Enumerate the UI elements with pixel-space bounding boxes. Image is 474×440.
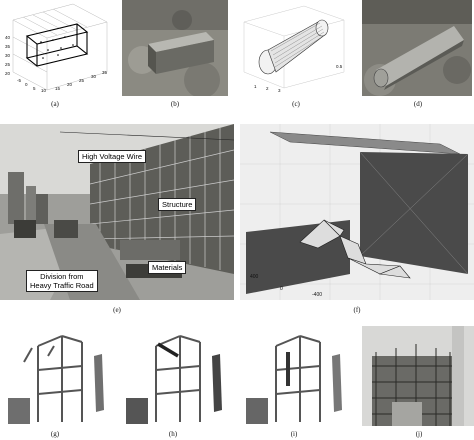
plot-a: 40 35 30 25 20 -5 0 5 10 15 20 25 30 35 bbox=[3, 2, 111, 94]
label-division: Division from Heavy Traffic Road bbox=[26, 270, 98, 292]
y-tick-a: 25 bbox=[5, 62, 11, 67]
z-tick-a: 25 bbox=[79, 78, 85, 83]
caption-c: (c) bbox=[292, 100, 300, 108]
x-tick-a: -5 bbox=[17, 78, 22, 83]
x-tick-f: 0 bbox=[280, 286, 283, 292]
caption-j: (j) bbox=[415, 430, 423, 438]
caption-f: (f) bbox=[353, 306, 361, 314]
z-tick-c: 0.5 bbox=[336, 64, 343, 69]
render-i bbox=[238, 326, 352, 426]
y-tick-a: 35 bbox=[5, 44, 11, 49]
render-f: 400 0 -400 bbox=[240, 124, 474, 300]
x-tick-c: 1 bbox=[254, 84, 257, 89]
x-tick-f: -400 bbox=[312, 292, 323, 298]
z-tick-a: 30 bbox=[91, 74, 97, 79]
label-high-voltage-wire: High Voltage Wire bbox=[78, 150, 147, 163]
label-structure: Structure bbox=[158, 198, 197, 211]
caption-g: (g) bbox=[50, 430, 60, 438]
caption-i: (i) bbox=[290, 430, 298, 438]
y-tick-a: 40 bbox=[5, 35, 11, 40]
x-tick-a: 10 bbox=[41, 88, 47, 93]
z-tick-a: 20 bbox=[67, 82, 73, 87]
caption-e: (e) bbox=[113, 306, 121, 314]
y-tick-a: 20 bbox=[5, 71, 11, 76]
plot-c: 1 2 3 0.5 bbox=[240, 0, 350, 96]
caption-a: (a) bbox=[51, 100, 59, 108]
label-materials: Materials bbox=[148, 261, 187, 274]
photo-j bbox=[362, 326, 474, 426]
caption-h: (h) bbox=[168, 430, 178, 438]
x-tick-a: 5 bbox=[33, 86, 36, 91]
label-division-line2: Heavy Traffic Road bbox=[30, 281, 94, 290]
x-tick-f: 400 bbox=[250, 274, 259, 280]
caption-b: (b) bbox=[170, 100, 180, 108]
y-tick-a: 30 bbox=[5, 53, 11, 58]
x-tick-c: 2 bbox=[266, 86, 269, 91]
render-h bbox=[118, 326, 232, 426]
z-tick-a: 35 bbox=[102, 70, 108, 75]
z-tick-a: 15 bbox=[55, 86, 61, 91]
x-tick-a: 0 bbox=[25, 82, 28, 87]
x-tick-c: 3 bbox=[278, 88, 281, 93]
photo-e: High Voltage Wire Structure Materials Di… bbox=[0, 124, 234, 300]
caption-d: (d) bbox=[413, 100, 423, 108]
photo-b bbox=[122, 0, 228, 96]
photo-d bbox=[362, 0, 472, 96]
label-division-line1: Division from bbox=[40, 272, 84, 281]
render-g bbox=[0, 326, 114, 426]
